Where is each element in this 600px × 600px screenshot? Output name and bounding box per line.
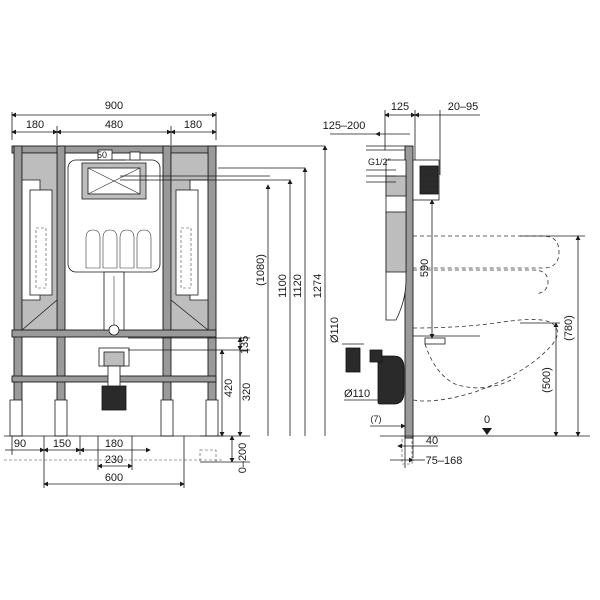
dim-label-1100: 1100: [277, 274, 289, 298]
dimension-590: 590: [419, 199, 435, 339]
dim-label-600: 600: [105, 472, 123, 484]
dim-label-90: 90: [14, 438, 26, 450]
dim-label-500: (500): [541, 367, 553, 393]
dim-label-480: 480: [105, 119, 123, 131]
drain-pipe: [98, 324, 130, 411]
dim-label-50: 50: [97, 150, 107, 160]
dim-label-180-right: 180: [184, 119, 202, 131]
dim-label-1120: 1120: [292, 274, 304, 298]
bottom-dimensions: 90 150 180 230 600: [5, 436, 185, 488]
dimension-total-width: 900: [11, 100, 217, 140]
dimension-segments: 180 480 180: [11, 119, 217, 145]
label-diameter-110-top: Ø110: [329, 317, 341, 343]
dim-label-180-left: 180: [26, 119, 44, 131]
dim-label-0-200: 0–200: [237, 443, 249, 474]
side-view: 125 20–95 125–200 G1/2": [323, 101, 590, 468]
dim-label-20-95: 20–95: [448, 101, 479, 113]
dim-label-125-200: 125–200: [323, 120, 366, 132]
dim-label-230: 230: [105, 454, 123, 466]
dim-label-125: 125: [391, 101, 409, 113]
label-diameter-110-bottom: Ø110: [344, 388, 370, 400]
dim-label-320: 320: [241, 383, 253, 401]
side-bottom-dimensions: 0 (7) 40 75–168: [370, 414, 590, 468]
front-view: 900 180 480 180: [4, 100, 328, 488]
dim-label-75-168: 75–168: [426, 455, 463, 467]
bowl-height-dimensions: (780) (500): [520, 235, 585, 437]
dim-label-7: (7): [371, 414, 382, 424]
dim-label-900: 900: [105, 100, 123, 112]
dim-label-180-bottom: 180: [105, 438, 123, 450]
label-floor-zero: 0: [484, 414, 490, 426]
dim-label-1274: 1274: [312, 274, 324, 298]
side-top-dimensions: 125 20–95 125–200: [323, 101, 480, 200]
dim-label-1080: (1080): [255, 254, 267, 286]
toilet-bowl-outline: [412, 235, 560, 402]
label-g12: G1/2": [368, 157, 391, 167]
side-frame: G1/2": [366, 145, 440, 439]
cistern-tank: [67, 149, 161, 331]
dim-label-590: 590: [419, 259, 431, 277]
dim-label-420: 420: [223, 379, 235, 397]
dim-label-135: 135: [239, 336, 251, 354]
dim-label-40: 40: [426, 435, 438, 447]
height-dimensions: (1080) 1100 1120 1274 135 420 320 0–200: [120, 145, 328, 474]
dim-label-780: (780): [563, 315, 575, 341]
side-pipes: Ø110 Ø110: [329, 317, 405, 405]
dim-label-150: 150: [53, 438, 71, 450]
dimension-50: 50: [80, 150, 126, 161]
